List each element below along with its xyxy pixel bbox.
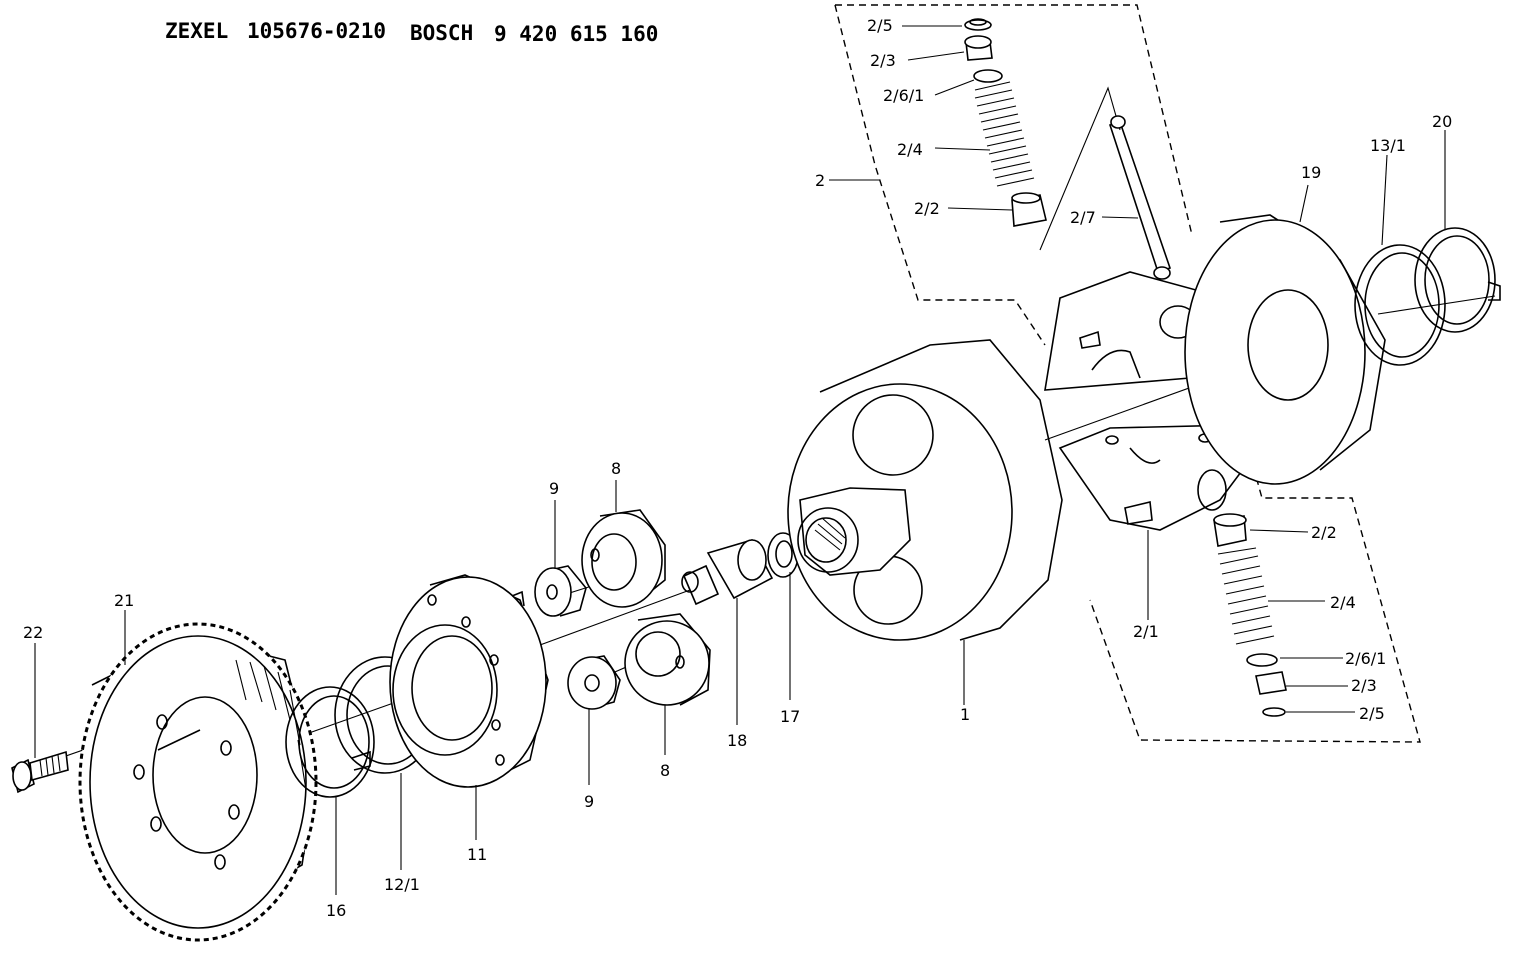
circlip-20 <box>1414 227 1501 333</box>
header-zexel-part-number: 105676-0210 <box>247 19 386 43</box>
header: ZEXEL 105676-0210 BOSCH 9 420 615 160 <box>165 19 658 46</box>
label-2-3-bottom: 2/3 <box>1351 676 1377 695</box>
label-2-3-top: 2/3 <box>870 51 896 70</box>
label-2-7: 2/7 <box>1070 208 1096 227</box>
label-2-1: 2/1 <box>1133 622 1159 641</box>
label-1: 1 <box>960 705 970 724</box>
bolt-22 <box>11 750 69 794</box>
circlip-16 <box>285 686 375 798</box>
spacer-8-bottom <box>624 613 711 706</box>
housing-drum-1 <box>787 339 1063 641</box>
spacer-8-top <box>581 509 666 608</box>
pin-2-7 <box>1108 115 1172 280</box>
ring-13-1 <box>1354 244 1446 366</box>
label-21: 21 <box>114 591 134 610</box>
label-16: 16 <box>326 901 346 920</box>
label-19: 19 <box>1301 163 1321 182</box>
label-13-1: 13/1 <box>1370 136 1406 155</box>
part-labels: 2/5 2/3 2/6/1 2/4 2 2/2 2/7 19 13/1 20 8… <box>23 16 1452 920</box>
label-22: 22 <box>23 623 43 642</box>
disc-19 <box>1184 214 1386 485</box>
label-2-6-1-top: 2/6/1 <box>883 86 924 105</box>
label-17: 17 <box>780 707 800 726</box>
label-2-5-bottom: 2/5 <box>1359 704 1385 723</box>
header-brand-zexel: ZEXEL <box>165 19 228 43</box>
label-9-top: 9 <box>549 479 559 498</box>
spring-stack-top <box>964 18 1047 227</box>
label-2-2-top: 2/2 <box>914 199 940 218</box>
label-2-4-bottom: 2/4 <box>1330 593 1356 612</box>
label-2-5-top: 2/5 <box>867 16 893 35</box>
flyweight-top-2 <box>1044 271 1232 391</box>
label-2-2-bottom: 2/2 <box>1311 523 1337 542</box>
bushing-9-top <box>534 565 587 617</box>
label-2: 2 <box>815 171 825 190</box>
header-brand-bosch: BOSCH <box>410 21 473 45</box>
label-18: 18 <box>727 731 747 750</box>
label-20: 20 <box>1432 112 1452 131</box>
label-11: 11 <box>467 845 487 864</box>
label-2-6-1-bottom: 2/6/1 <box>1345 649 1386 668</box>
label-8-top: 8 <box>611 459 621 478</box>
leader-lines <box>34 25 1446 895</box>
flange-hub-11 <box>389 574 549 788</box>
label-8-bottom: 8 <box>660 761 670 780</box>
label-12-1: 12/1 <box>384 875 420 894</box>
label-2-4-top: 2/4 <box>897 140 923 159</box>
label-9-bottom: 9 <box>584 792 594 811</box>
header-bosch-part-number: 9 420 615 160 <box>494 22 658 46</box>
gear-21 <box>78 622 318 942</box>
bushing-9-bottom <box>567 655 621 710</box>
bolt-18 <box>681 539 774 606</box>
spring-stack-bottom <box>1213 513 1287 717</box>
